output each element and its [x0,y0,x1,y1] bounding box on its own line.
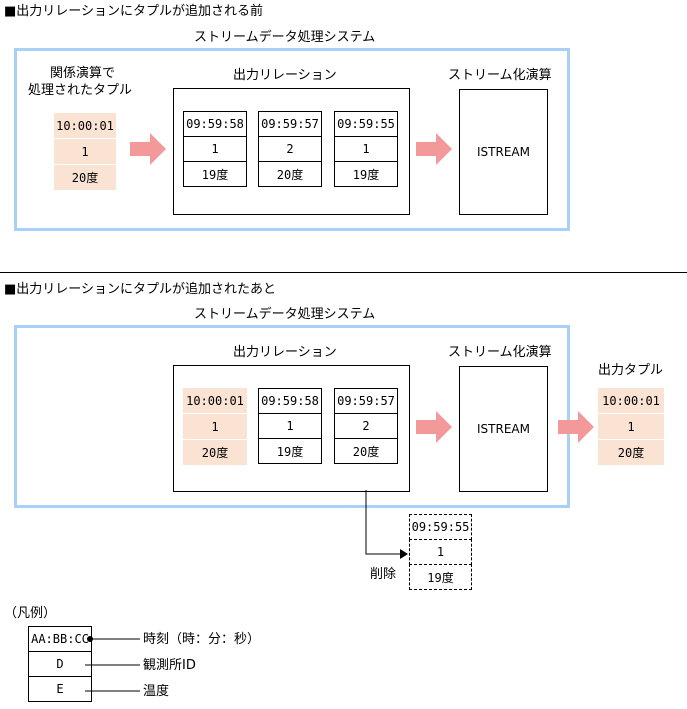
bottom-system-label: ストリームデータ処理システム [194,307,376,322]
legend-label-time: 時刻（時：分：秒） [143,632,261,647]
tuple-temperature: 19度 [334,161,398,187]
top-arrow-1 [130,133,166,165]
top-relation-tuple: 09:59:55 1 19度 [334,111,398,187]
tuple-station: 2 [258,136,322,162]
bottom-system-frame [14,325,570,508]
tuple-station: 1 [258,413,322,439]
legend-title: （凡例） [4,606,57,621]
legend-tuple: AA:BB:CC D E [28,626,92,702]
top-system-label: ストリームデータ処理システム [194,30,376,45]
tuple-temperature: 19度 [409,564,472,590]
legend-cell-station: D [28,651,92,677]
tuple-time: 09:59:58 [258,388,322,414]
tuple-time: 09:59:57 [334,388,398,414]
bottom-relation-tuple-new: 10:00:01 1 20度 [183,388,247,466]
bottom-heading: ■出力リレーションにタプルが追加されたあと [4,282,277,297]
tuple-station: 1 [183,136,247,162]
section-divider [0,272,687,273]
tuple-temperature: 20度 [334,438,398,464]
tuple-time: 09:59:58 [183,111,247,137]
tuple-station: 2 [334,413,398,439]
tuple-time: 10:00:01 [598,388,664,414]
bottom-relation-label: 出力リレーション [233,345,337,360]
bottom-arrow-1 [416,411,452,443]
output-tuple: 10:00:01 1 20度 [598,388,664,466]
tuple-station: 1 [409,539,472,565]
top-stream-op-label: ストリーム化演算 [448,68,552,83]
top-relation-tuple: 09:59:58 1 19度 [183,111,247,187]
legend-label-temperature: 温度 [143,684,170,699]
tuple-temperature: 20度 [54,165,116,191]
top-arrow-2 [416,133,452,165]
legend-cell-temperature: E [28,676,92,702]
deleted-tuple: 09:59:55 1 19度 [409,514,472,590]
legend-label-station: 観測所ID [143,658,196,673]
top-input-label-line1: 関係演算で [50,66,116,81]
tuple-time: 09:59:57 [258,111,322,137]
tuple-station: 1 [54,139,116,165]
tuple-temperature: 19度 [183,161,247,187]
top-relation-tuple: 09:59:57 2 20度 [258,111,322,187]
tuple-time: 09:59:55 [334,111,398,137]
bottom-relation-tuple: 09:59:58 1 19度 [258,388,322,464]
tuple-time: 09:59:55 [409,514,472,540]
bottom-istream-box: ISTREAM [459,366,548,492]
bottom-relation-tuple: 09:59:57 2 20度 [334,388,398,464]
tuple-time: 10:00:01 [183,388,247,414]
legend-cell-time: AA:BB:CC [28,626,92,652]
legend-connectors [85,636,140,692]
istream-label: ISTREAM [477,422,530,436]
tuple-temperature: 20度 [258,161,322,187]
output-tuple-label: 出力タプル [598,363,664,378]
deleted-label: 削除 [370,567,397,582]
tuple-time: 10:00:01 [54,113,116,139]
tuple-station: 1 [334,136,398,162]
istream-label: ISTREAM [477,145,530,159]
tuple-station: 1 [183,414,247,440]
top-relation-label: 出力リレーション [233,68,337,83]
tuple-station: 1 [598,414,664,440]
top-heading: ■出力リレーションにタプルが追加される前 [4,4,264,19]
top-system-frame [14,48,570,231]
tuple-temperature: 20度 [598,440,664,466]
top-input-tuple: 10:00:01 1 20度 [54,113,116,191]
top-input-label-line2: 処理されたタプル [28,83,133,98]
tuple-temperature: 20度 [183,440,247,466]
bottom-stream-op-label: ストリーム化演算 [448,345,552,360]
top-istream-box: ISTREAM [459,89,548,215]
delete-arrow [365,490,408,559]
bottom-arrow-2 [558,411,594,443]
tuple-temperature: 19度 [258,438,322,464]
